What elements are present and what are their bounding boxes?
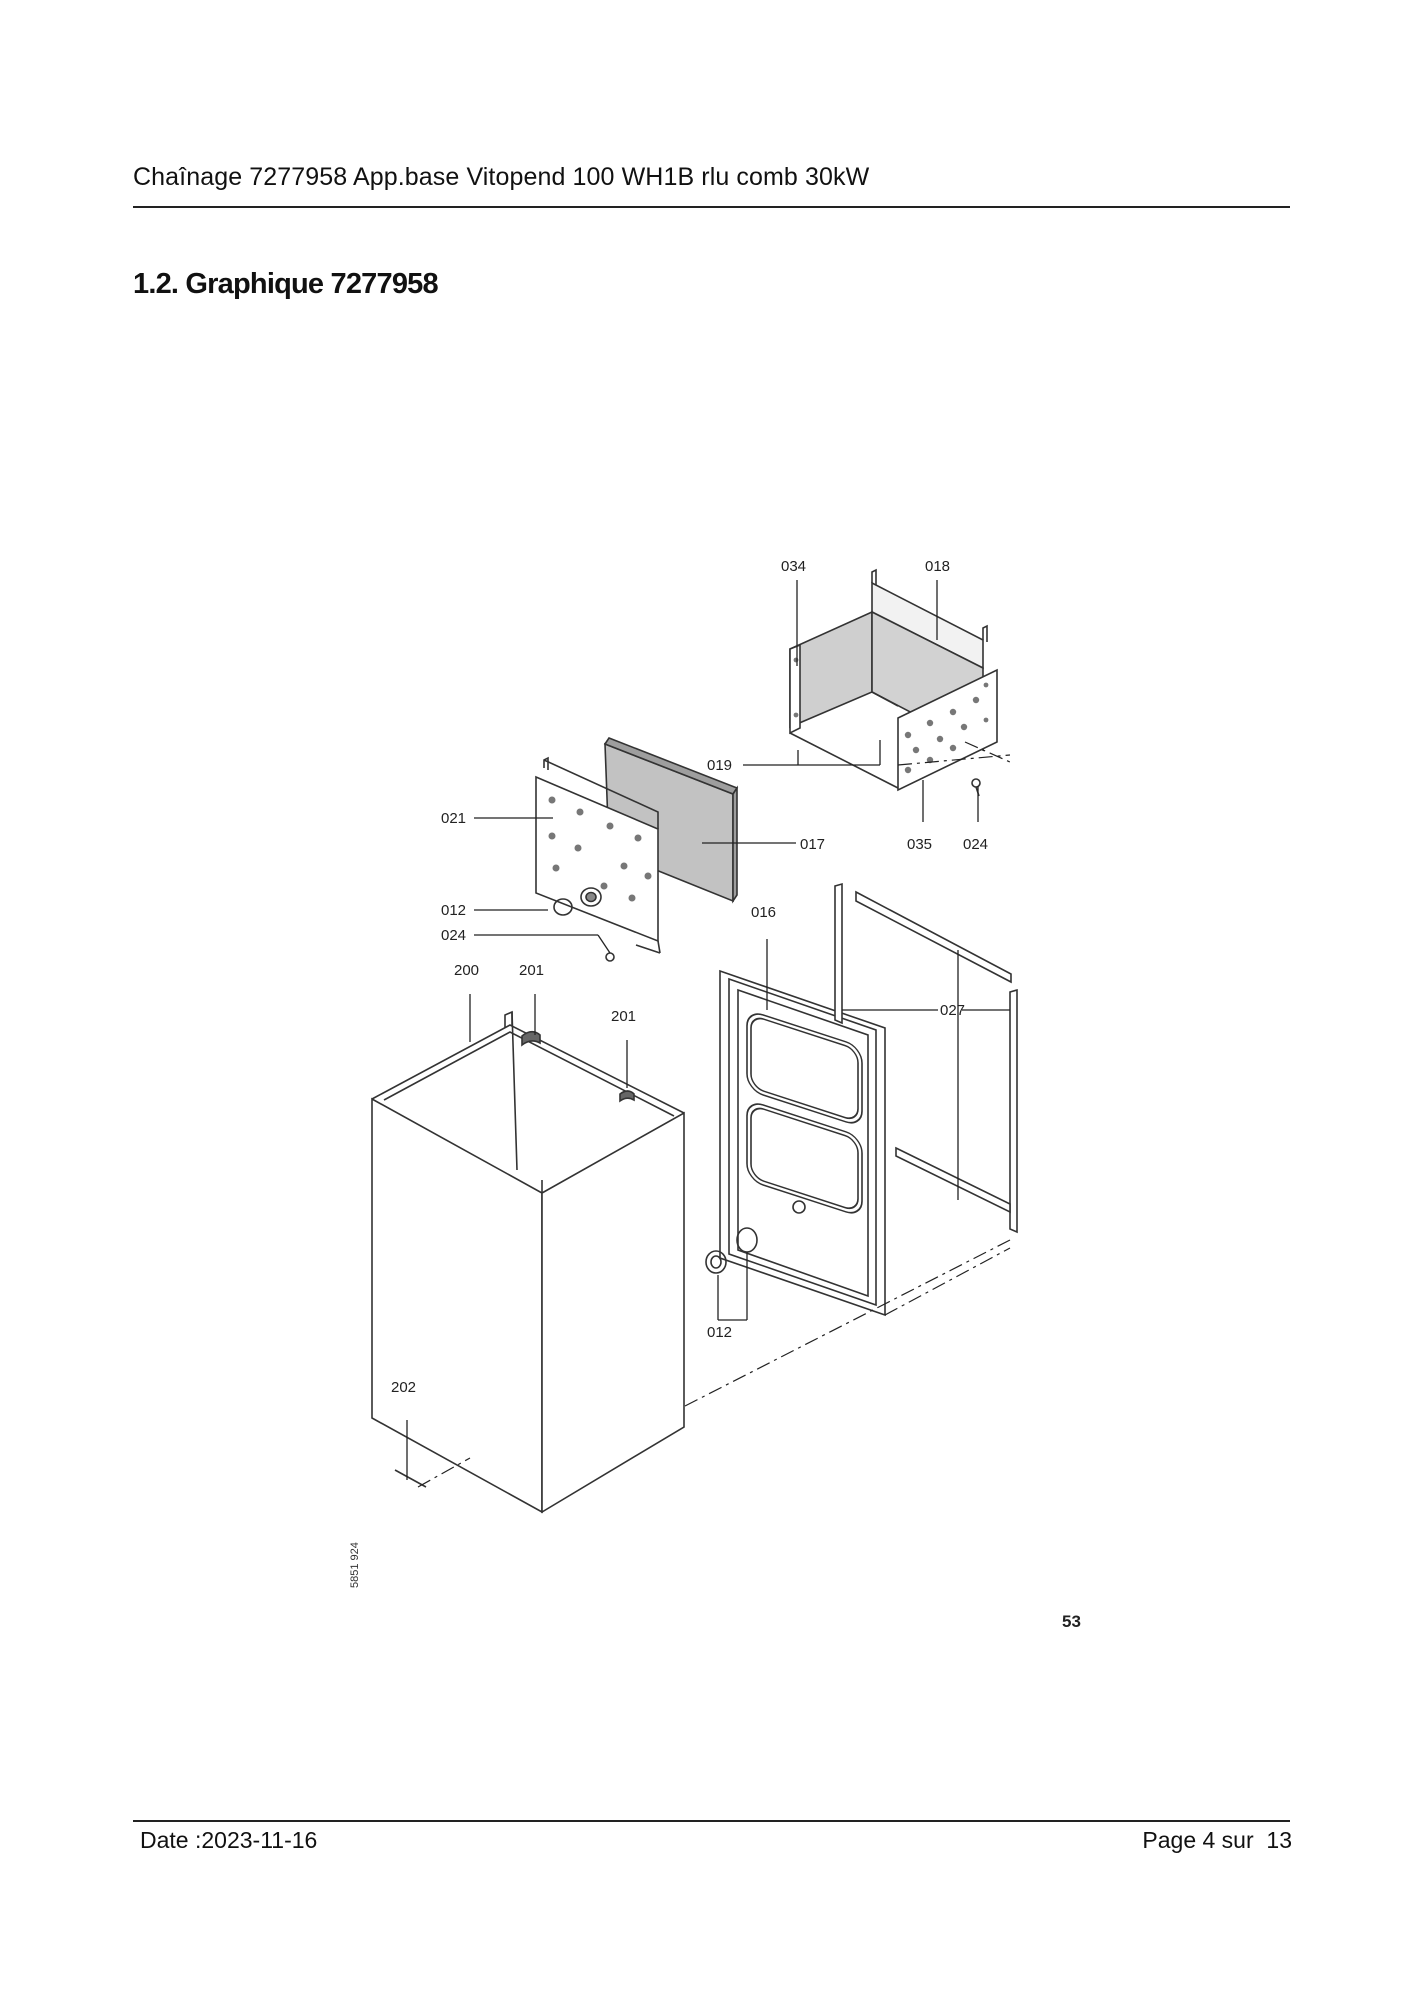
callout-200: 200 bbox=[454, 962, 479, 979]
header-rule bbox=[133, 206, 1290, 208]
callout-201-left: 201 bbox=[519, 962, 544, 979]
footer-page-number: Page 4 sur 13 bbox=[1142, 1827, 1292, 1853]
footer-date: Date :2023-11-16 bbox=[140, 1827, 318, 1853]
casing-body bbox=[371, 1010, 685, 1514]
footer-rule bbox=[133, 1820, 1290, 1822]
callout-024-left: 024 bbox=[441, 927, 466, 944]
figure-code: 5851 924 bbox=[349, 1542, 361, 1588]
front-plate-and-insulation bbox=[535, 737, 739, 962]
callout-034: 034 bbox=[781, 558, 806, 575]
document-header-title: Chaînage 7277958 App.base Vitopend 100 W… bbox=[133, 163, 870, 191]
callout-012-top: 012 bbox=[441, 902, 466, 919]
callout-016: 016 bbox=[751, 904, 776, 921]
callout-017: 017 bbox=[800, 836, 825, 853]
callout-021: 021 bbox=[441, 810, 466, 827]
callout-012-bottom: 012 bbox=[707, 1324, 732, 1341]
callout-035: 035 bbox=[907, 836, 932, 853]
front-panel bbox=[705, 969, 886, 1317]
callout-019: 019 bbox=[707, 757, 732, 774]
gasket-strips bbox=[834, 882, 1018, 1234]
section-heading: 1.2. Graphique 7277958 bbox=[133, 268, 439, 300]
callout-202: 202 bbox=[391, 1379, 416, 1396]
figure-number: 53 bbox=[1062, 1612, 1081, 1631]
callout-027: 027 bbox=[940, 1002, 965, 1019]
rear-frame-assembly bbox=[789, 568, 998, 797]
callout-018: 018 bbox=[925, 558, 950, 575]
callout-024-right: 024 bbox=[963, 836, 988, 853]
callout-201-mid: 201 bbox=[611, 1008, 636, 1025]
